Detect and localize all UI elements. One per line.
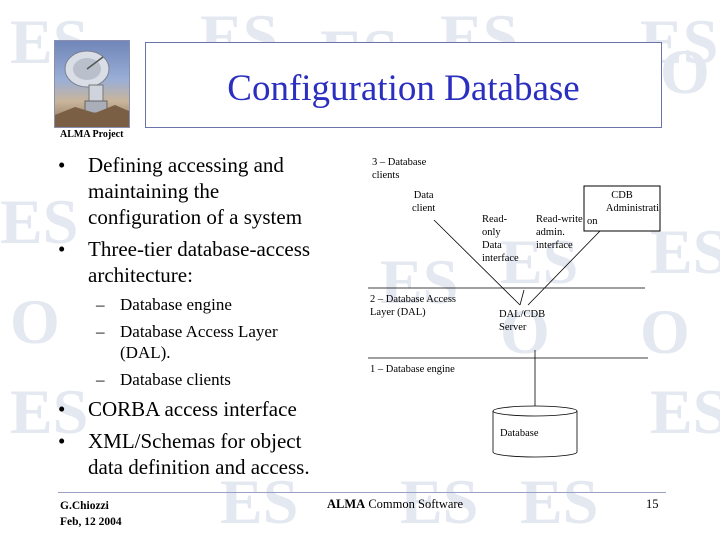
readwrite-line: admin. (536, 227, 565, 238)
footer-alma: ALMA (327, 497, 366, 511)
bullet-line: Defining accessing and (88, 153, 284, 177)
watermark-text: ES (500, 226, 579, 297)
tier3-label-line: 3 – Database (372, 157, 427, 168)
bullet-line: XML/Schemas for object (88, 429, 302, 453)
sub-bullet-dash: – (96, 295, 105, 314)
watermark-text: ES (650, 376, 720, 447)
watermark-text: ES (0, 186, 79, 257)
sub-bullet-line: Database engine (120, 295, 232, 314)
page-number: 15 (646, 497, 659, 511)
watermark-text: ES (400, 466, 479, 537)
watermark-symbol: O (640, 296, 690, 367)
tier3-label: 3 – Database clients (372, 156, 426, 182)
cdb-admin-box (583, 185, 661, 232)
watermark-symbol: O (500, 296, 550, 367)
watermark-text: ES (380, 246, 459, 317)
bullet-dot: • (58, 153, 66, 177)
readwrite-line: Read-write (536, 214, 583, 225)
dal-cdb-server: DAL/CDB Server (499, 308, 545, 334)
readonly-line: Data (482, 240, 502, 251)
dal-server-line: Server (499, 322, 527, 333)
tier1-label: 1 – Database engine (370, 364, 455, 375)
bullet-dot: • (58, 429, 66, 453)
admin-to-dal-line (527, 230, 601, 306)
sub-bullet-line: Database Access Layer (120, 322, 278, 341)
data-client-line: client (412, 203, 436, 214)
slide-title: Configuration Database (227, 68, 580, 109)
watermark-symbol: O (10, 286, 60, 357)
watermark-text: ES (650, 216, 720, 287)
tier2-label: 2 – Database Access Layer (DAL) (370, 293, 456, 319)
footer-author-block: G.Chiozzi Feb, 12 2004 (60, 498, 122, 530)
footer-date: Feb, 12 2004 (60, 516, 122, 528)
cdb-admin-line: on (587, 216, 598, 227)
sub-bullet-line: Database clients (120, 370, 231, 389)
readwrite-line: interface (536, 240, 573, 251)
client-to-dal-line (433, 219, 521, 306)
data-client: Data client (412, 189, 435, 215)
database-cylinder (492, 405, 578, 458)
tier2-label-line: 2 – Database Access (370, 294, 457, 305)
bullet-line: data definition and access. (88, 455, 310, 479)
bullet-line: maintaining the (88, 179, 220, 203)
dal-server-line: DAL/CDB (499, 309, 546, 320)
tier3-label-line: clients (372, 170, 400, 181)
bullet-line: Three-tier database-access (88, 237, 311, 261)
title-box: Configuration Database (145, 42, 662, 128)
data-client-line: Data (413, 190, 434, 201)
readonly-line: Read- (482, 214, 508, 225)
bullet-dot: • (58, 237, 66, 261)
watermark-text: ES (520, 466, 599, 537)
cdb-administration: CDB Administrati on (585, 189, 659, 228)
database-label: Database (500, 428, 539, 439)
readwrite-interface: Read-write admin. interface (536, 213, 583, 252)
sub-bullet-dash: – (96, 322, 105, 341)
sub-bullet-line: (DAL). (120, 343, 171, 362)
readonly-line: only (482, 227, 501, 238)
readonly-line: interface (482, 253, 519, 264)
cdb-admin-line: Administrati (605, 203, 659, 214)
tier2-label-line: Layer (DAL) (370, 307, 426, 318)
bullet-line: architecture: (88, 263, 193, 287)
watermark-symbol: O (660, 36, 710, 107)
footer-divider (58, 492, 666, 493)
footer-common-software: Common Software (368, 497, 464, 511)
bullet-line: configuration of a system (88, 205, 303, 229)
bullet-line: CORBA access interface (88, 397, 297, 421)
footer-center: ALMA Common Software (327, 497, 463, 512)
bullet-dot: • (58, 397, 66, 421)
cdb-admin-line: CDB (611, 190, 633, 201)
sub-bullet-dash: – (96, 370, 105, 389)
readonly-interface: Read- only Data interface (482, 213, 519, 265)
watermark-text: ES (10, 376, 89, 447)
project-label: ALMA Project (60, 129, 124, 140)
watermark-text: ES (220, 466, 299, 537)
alma-antenna-logo (54, 40, 130, 128)
antenna-icon (55, 50, 129, 127)
footer-author: G.Chiozzi (60, 500, 109, 512)
